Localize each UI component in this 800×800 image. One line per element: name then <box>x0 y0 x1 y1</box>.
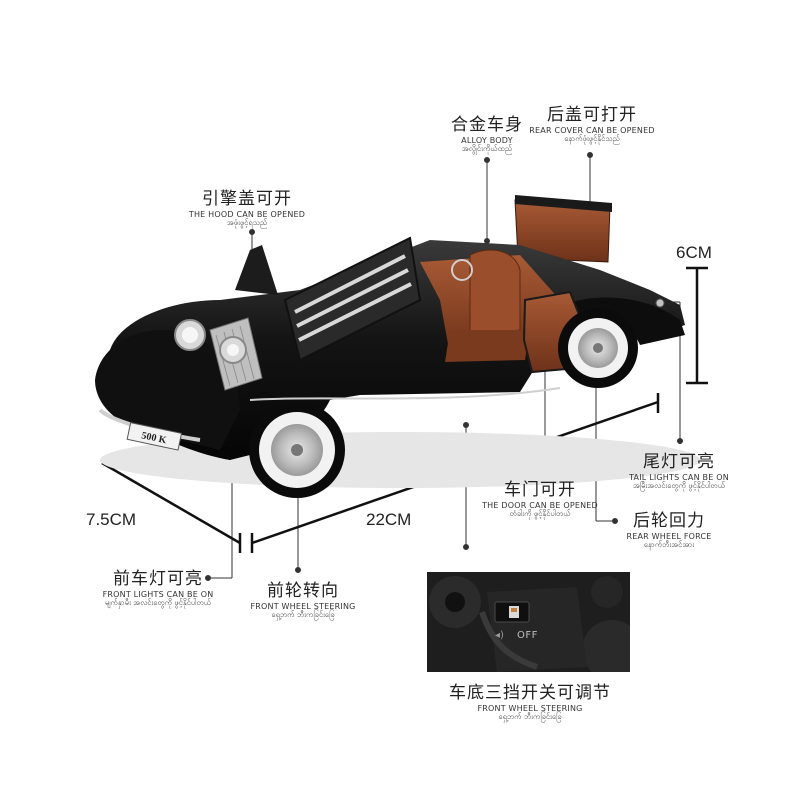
label-front-lights: 前车灯可亮 FRONT LIGHTS CAN BE ON မျက်နှာမီး … <box>72 569 244 607</box>
label-my: နောက်ဘီးအင်အား <box>643 539 695 549</box>
label-cn: 前轮转向 <box>267 581 339 601</box>
label-cn: 前车灯可亮 <box>113 569 203 589</box>
label-en: THE DOOR CAN BE OPENED <box>482 500 598 510</box>
label-my: အမြီးအလင်းတွေကို ဖွင့်နိုင်ပါတယ် <box>632 480 726 490</box>
label-en: REAR COVER CAN BE OPENED <box>529 125 655 135</box>
label-cn: 车底三挡开关可调节 <box>449 683 611 703</box>
label-cn: 车门可开 <box>504 480 576 500</box>
label-my: မျက်နှာမီး အလင်းတွေကို ဖွင့်နိုင်ပါတယ် <box>104 597 212 607</box>
label-en: THE HOOD CAN BE OPENED <box>188 209 306 219</box>
label-my: ရှေ့ဘက် ဘီးကခြင်းခြေ <box>271 609 335 619</box>
label-en: FRONT WHEEL STEERING <box>477 703 583 713</box>
label-tail-lights: 尾灯可亮 TAIL LIGHTS CAN BE ON အမြီးအလင်းတွေ… <box>620 452 738 490</box>
length-dimension: 22CM <box>366 510 412 529</box>
label-cn: 后盖可打开 <box>547 105 637 125</box>
label-en: FRONT LIGHTS CAN BE ON <box>102 589 214 599</box>
label-en: ALLOY BODY <box>461 135 513 145</box>
label-front-steering: 前轮转向 FRONT WHEEL STEERING ရှေ့ဘက် ဘီးကခြ… <box>246 581 360 619</box>
label-en: FRONT WHEEL STEERING <box>250 601 356 611</box>
label-bottom-switch: 车底三挡开关可调节 FRONT WHEEL STEERING ရှေ့ဘက် ဘ… <box>400 683 660 721</box>
switch-detail: ◂) <box>427 572 630 672</box>
label-cn: 后轮回力 <box>633 511 705 531</box>
switch-off-label: OFF <box>517 630 538 641</box>
label-my: တံခါးကို ဖွင့်နိုင်ပါတယ် <box>509 508 571 518</box>
license-plate: 500 K <box>140 430 167 446</box>
height-dimension: 6CM <box>676 243 712 262</box>
bottom-switch-photo: ◂) OFF <box>427 572 630 672</box>
label-rear-wheel: 后轮回力 REAR WHEEL FORCE နောက်ဘီးအင်အား <box>617 511 721 549</box>
width-dimension: 7.5CM <box>86 510 137 529</box>
label-cn: 尾灯可亮 <box>643 452 715 472</box>
sound-icon: ◂) <box>495 630 504 641</box>
label-my: ရှေ့ဘက် ဘီးကခြင်းခြေ <box>498 711 562 721</box>
label-my: အဖုံးဖွင့်ရသည် <box>226 217 268 227</box>
label-en: REAR WHEEL FORCE <box>626 531 712 541</box>
label-my: နောက်ဖုံးဖွင့်နိုင်သည် <box>564 133 620 143</box>
label-en: TAIL LIGHTS CAN BE ON <box>629 472 729 482</box>
label-hood: 引擎盖可开 THE HOOD CAN BE OPENED အဖုံးဖွင့်ရ… <box>180 189 314 227</box>
label-cn: 引擎盖可开 <box>202 189 292 209</box>
label-cn: 合金车身 <box>451 115 523 135</box>
label-alloy-body: 合金车身 ALLOY BODY အလွိုင်းကိုယ်ထည် <box>430 115 544 153</box>
label-my: အလွိုင်းကိုယ်ထည် <box>461 143 513 153</box>
label-rear-cover: 后盖可打开 REAR COVER CAN BE OPENED နောက်ဖုံး… <box>522 105 662 143</box>
label-door: 车门可开 THE DOOR CAN BE OPENED တံခါးကို ဖွင… <box>470 480 610 518</box>
